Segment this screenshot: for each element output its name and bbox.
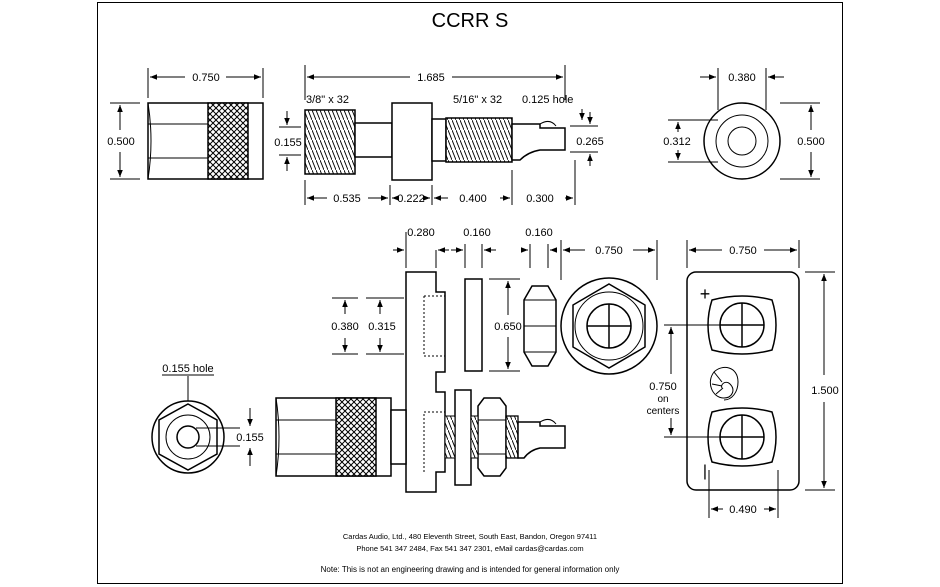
dim-overall-length: 1.685	[417, 72, 445, 84]
dim-seg-3: 0.400	[459, 193, 487, 205]
dim-plate-thick: 0.280	[407, 227, 435, 239]
nut-side: 0.160	[521, 227, 557, 367]
dim-seg-2: 0.222	[397, 193, 425, 205]
footer-note: Note: This is not an engineering drawing…	[321, 565, 620, 574]
dim-end-dia: 0.155	[236, 432, 264, 444]
label-hole-right: 0.125 hole	[522, 94, 573, 106]
end-view-top: 0.380 0.312 0.500	[663, 68, 825, 180]
dim-shaft-dia: 0.155	[274, 137, 302, 149]
dim-washer-thick: 0.160	[463, 227, 491, 239]
dim-centers-label: centers	[647, 406, 680, 417]
dim-nut-thick: 0.160	[525, 227, 553, 239]
dim-step-outer: 0.380	[331, 321, 359, 333]
end-view-bottom: 0.155 hole 0.155	[151, 363, 264, 474]
drawing-border	[97, 2, 843, 584]
body-side-view: 0.750 0.500	[107, 68, 264, 180]
dim-hex-width: 0.750	[595, 245, 623, 257]
dim-body-length: 0.750	[192, 72, 220, 84]
dim-centers-value: 0.750	[649, 381, 677, 393]
dim-seg-1: 0.535	[333, 193, 361, 205]
dim-end-outer: 0.500	[797, 136, 825, 148]
dim-end-inner: 0.380	[728, 72, 756, 84]
footer-address: Cardas Audio, Ltd., 480 Eleventh Street,…	[343, 532, 597, 541]
drawing-title: CCRR S	[432, 10, 509, 32]
dim-plate-bottom: 0.490	[729, 504, 757, 516]
plus-sign: +	[700, 284, 711, 304]
assembled-view	[275, 389, 566, 486]
washer-side: 0.160 0.650	[451, 227, 522, 372]
dim-centers-on: on	[657, 394, 668, 405]
footer-contact: Phone 541 347 2484, Fax 541 347 2301, eM…	[356, 544, 583, 553]
dim-step-inner: 0.315	[368, 321, 396, 333]
hex-front: 0.750	[560, 240, 658, 375]
minus-sign: |	[703, 463, 707, 480]
dim-plate-width: 0.750	[729, 245, 757, 257]
label-end-hole: 0.155 hole	[162, 363, 213, 375]
label-thread-right: 5/16" x 32	[453, 94, 502, 106]
dim-end-mid: 0.312	[663, 136, 691, 148]
dim-plate-height: 1.500	[811, 385, 839, 397]
plate-front: + | 0.750 1.500 0.750 on centers 0.490	[647, 240, 839, 518]
dim-tip-dia: 0.265	[576, 136, 604, 148]
dim-seg-4: 0.300	[526, 193, 554, 205]
pin-side-view: 1.685 3/8" x 32 5/16" x 32 0.125 hole 0.…	[274, 65, 604, 205]
plate-profile: 0.280 0.380 0.315	[331, 227, 449, 493]
dim-body-height: 0.500	[107, 136, 135, 148]
dim-washer-height: 0.650	[494, 321, 522, 333]
label-thread-left: 3/8" x 32	[306, 94, 349, 106]
nautilus-logo-icon	[709, 366, 739, 401]
